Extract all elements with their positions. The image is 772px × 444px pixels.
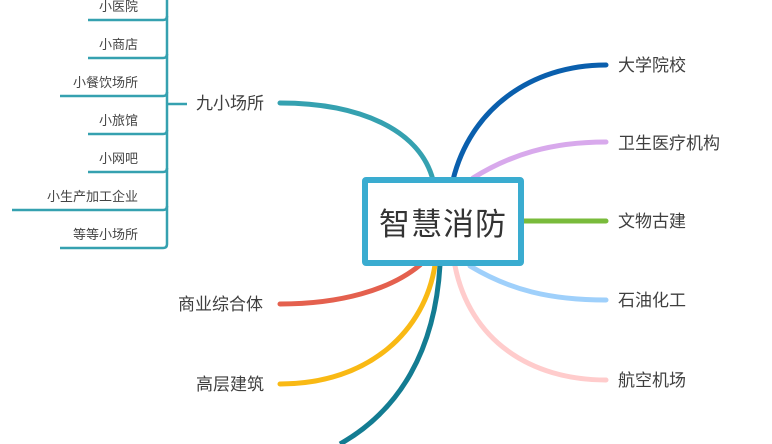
topic-highrise-building[interactable]: 高层建筑 — [196, 375, 264, 395]
leaf-small-restaurant[interactable]: 小餐饮场所 — [72, 76, 138, 91]
topic-petrochemical[interactable]: 石油化工 — [618, 291, 686, 311]
topic-commercial-complex[interactable]: 商业综合体 — [178, 295, 263, 315]
leaf-small-hospital[interactable]: 小医院 — [98, 0, 138, 15]
link-highrise — [277, 262, 438, 387]
topic-medical-institution[interactable]: 卫生医疗机构 — [618, 134, 720, 154]
link-petrochem — [467, 263, 609, 303]
bracket-nine-small-places — [12, 0, 187, 250]
link-medical — [470, 139, 609, 181]
leaf-small-factory[interactable]: 小生产加工企业 — [46, 190, 138, 205]
central-topic[interactable]: 智慧消防 — [362, 177, 524, 266]
link-nine-small — [277, 100, 436, 183]
topic-university[interactable]: 大学院校 — [618, 56, 686, 76]
topic-heritage-building[interactable]: 文物古建 — [618, 212, 686, 232]
leaf-small-netcafe[interactable]: 小网吧 — [98, 152, 138, 167]
leaf-small-hotel[interactable]: 小旅馆 — [98, 114, 138, 129]
link-commercial — [277, 262, 423, 307]
leaf-small-shop[interactable]: 小商店 — [98, 38, 138, 53]
link-airport — [452, 263, 609, 383]
link-offscreen — [338, 264, 443, 444]
topic-airport[interactable]: 航空机场 — [618, 371, 686, 391]
central-topic-label: 智慧消防 — [379, 207, 507, 243]
leaf-other-small-places[interactable]: 等等小场所 — [72, 228, 138, 243]
topic-nine-small-places[interactable]: 九小场所 — [196, 94, 264, 114]
link-university — [450, 62, 609, 183]
